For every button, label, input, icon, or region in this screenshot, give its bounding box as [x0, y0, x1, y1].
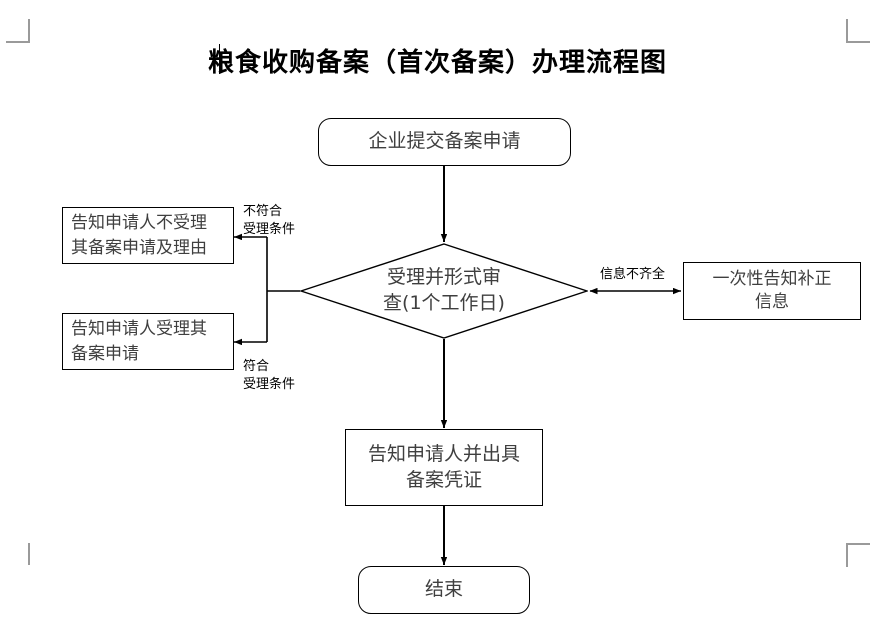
node-end-label: 结束 — [424, 578, 463, 601]
node-notify-accept-label: 告知申请人受理其 备案申请 — [71, 318, 207, 364]
edge-label-meeting: 符合 受理条件 — [243, 359, 296, 393]
node-notify-reject[interactable]: 告知申请人不受理 其备案申请及理由 — [62, 207, 234, 264]
crop-mark-top-right — [846, 19, 870, 43]
node-end[interactable]: 结束 — [358, 566, 530, 614]
node-decision-label: 受理并形式审 查(1个工作日) — [383, 266, 505, 314]
node-notify-reject-label: 告知申请人不受理 其备案申请及理由 — [71, 212, 207, 258]
node-supplement-label: 一次性告知补正 信息 — [712, 269, 832, 312]
node-decision[interactable]: 受理并形式审 查(1个工作日) — [300, 243, 588, 339]
node-issue-label: 告知申请人并出具 备案凭证 — [367, 442, 520, 491]
node-start[interactable]: 企业提交备案申请 — [318, 118, 571, 166]
crop-mark-top-left — [6, 19, 30, 43]
diamond-shape — [300, 243, 588, 339]
text-caret — [219, 44, 220, 74]
node-issue[interactable]: 告知申请人并出具 备案凭证 — [345, 429, 543, 506]
crop-mark-bottom-left — [6, 543, 30, 565]
page-title: 粮食收购备案（首次备案）办理流程图 — [207, 48, 667, 78]
node-start-label: 企业提交备案申请 — [368, 130, 521, 153]
edge-label-not-meeting: 不符合 受理条件 — [243, 204, 296, 238]
crop-mark-bottom-right — [846, 543, 870, 567]
edge-label-incomplete: 信息不齐全 — [600, 267, 666, 282]
node-supplement[interactable]: 一次性告知补正 信息 — [683, 262, 861, 320]
node-notify-accept[interactable]: 告知申请人受理其 备案申请 — [62, 313, 234, 370]
